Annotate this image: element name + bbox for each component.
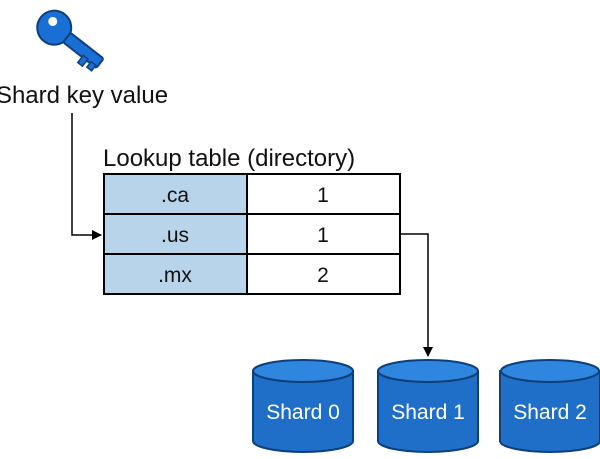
table-row-shard: 1 <box>317 224 329 247</box>
table-shard-cell <box>247 174 400 214</box>
table-row-key: .ca <box>161 184 189 207</box>
shard-key-label: Shard key value <box>0 82 168 109</box>
table-key-cell <box>104 254 247 294</box>
table-row-shard: 1 <box>317 184 329 207</box>
table-row-key: .mx <box>158 264 192 287</box>
shard-1-database: Shard 1 <box>377 359 479 453</box>
lookup-table: .ca 1 .us 1 .mx 2 <box>103 173 401 295</box>
shard-label: Shard 2 <box>513 401 587 424</box>
key-icon <box>36 9 104 72</box>
lookup-table-title: Lookup table (directory) <box>103 145 355 172</box>
table-key-cell <box>104 174 247 214</box>
shard-0-database: Shard 0 <box>252 359 354 453</box>
table-key-cell <box>104 214 247 254</box>
table-row-shard: 2 <box>317 264 329 287</box>
shard-label: Shard 1 <box>391 401 465 424</box>
table-shard-cell <box>247 214 400 254</box>
table-row-key: .us <box>161 224 189 247</box>
shard-2-database: Shard 2 <box>499 359 600 453</box>
key-to-row-arrow <box>71 113 102 240</box>
shard-label: Shard 0 <box>266 401 340 424</box>
table-shard-cell <box>247 254 400 294</box>
row-to-shard-arrow <box>400 233 433 357</box>
